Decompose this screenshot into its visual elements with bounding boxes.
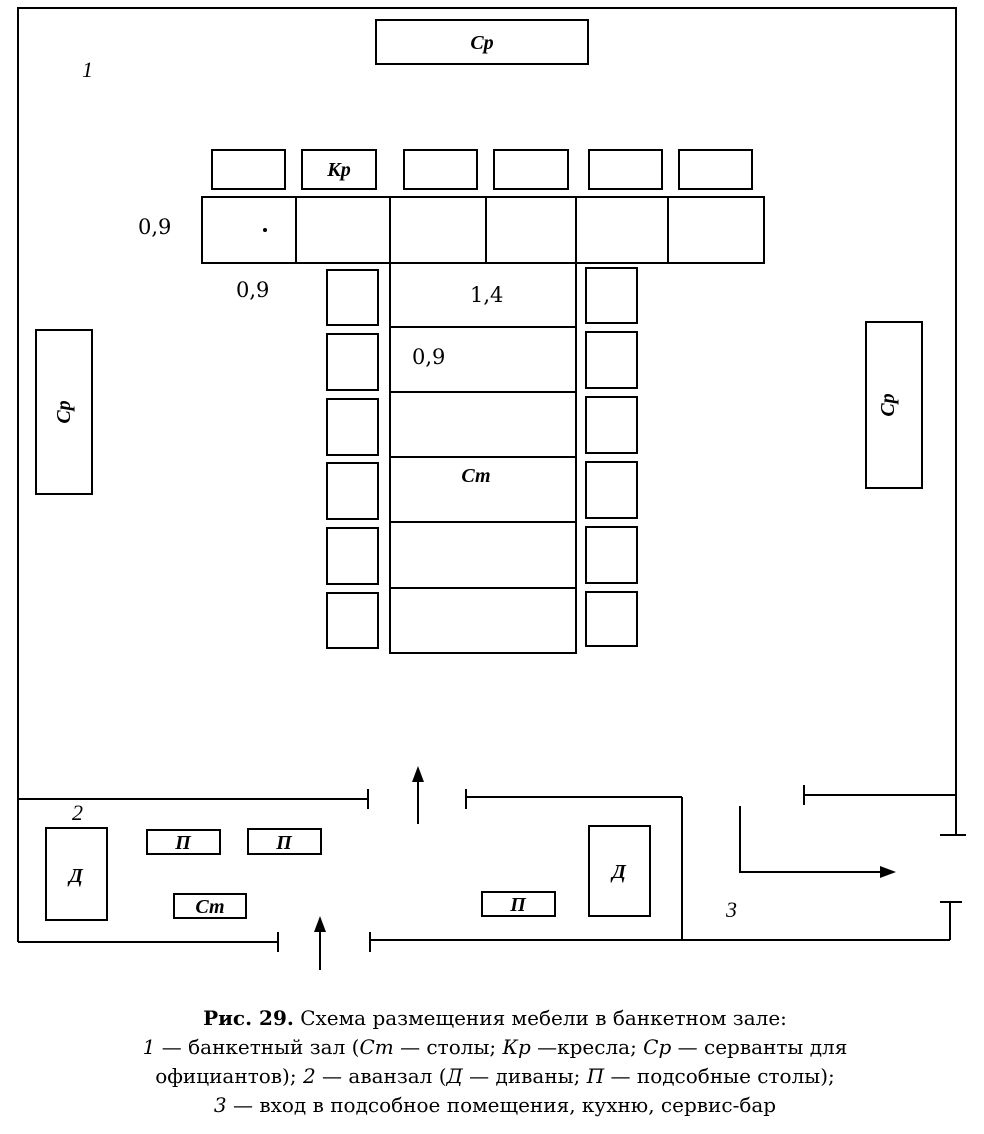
sofa-left: Д	[45, 827, 108, 921]
arrows	[314, 766, 896, 970]
table-label: Ст	[195, 896, 224, 918]
armchair-label: Кр	[326, 159, 351, 181]
caption-text: — подсобные столы);	[604, 1064, 835, 1088]
figure-number: Рис. 29.	[203, 1006, 294, 1030]
chair	[211, 149, 286, 190]
chair	[585, 591, 638, 647]
aux-table-2: П	[247, 828, 322, 855]
caption-line-2: 1 — банкетный зал (Ст — столы; Кр —кресл…	[30, 1033, 960, 1062]
zone-number-1: 1	[82, 57, 93, 82]
chair	[585, 396, 638, 454]
caption-num: 2	[302, 1064, 316, 1088]
caption-title: Схема размещения мебели в банкетном зале…	[293, 1006, 787, 1030]
sideboard-left: Ср	[35, 329, 93, 495]
caption-line-1: Рис. 29. Схема размещения мебели в банке…	[30, 1004, 960, 1033]
table-column: Ст	[389, 262, 577, 654]
chair	[326, 527, 379, 585]
chair	[585, 267, 638, 324]
aux-table-label: П	[275, 832, 293, 854]
chair	[585, 331, 638, 389]
caption-line-4: 3 — вход в подсобное помещения, кухню, с…	[30, 1091, 960, 1120]
caption-abbr: Д	[446, 1064, 463, 1088]
sofa-label: Д	[67, 865, 84, 887]
chair	[326, 398, 379, 456]
chairs-left-column	[326, 269, 379, 649]
up-arrow-icon	[412, 766, 424, 782]
sideboard-label: Ср	[53, 400, 75, 423]
caption-text: — вход в подсобное помещения, кухню, сер…	[226, 1093, 777, 1117]
dimension-label: 1,4	[470, 283, 503, 307]
chair	[585, 526, 638, 584]
up-arrow-icon	[314, 916, 326, 932]
caption-text: — аванзал (	[315, 1064, 447, 1088]
caption-text: — банкетный зал (	[155, 1035, 360, 1059]
caption-abbr: Ст	[359, 1035, 394, 1059]
dimension-label: 0,9	[138, 215, 171, 239]
sideboard-top: Ср	[375, 19, 589, 65]
hall-walls	[17, 7, 966, 952]
aux-table-label: П	[509, 894, 527, 916]
sofa-right: Д	[588, 825, 651, 917]
chair	[403, 149, 478, 190]
chair	[493, 149, 569, 190]
chairs-top-row: Кр	[211, 149, 753, 190]
chair	[301, 149, 377, 190]
chairs-right-column	[585, 267, 638, 647]
sideboard-label: Ср	[470, 32, 493, 54]
caption-abbr: Ср	[643, 1035, 672, 1059]
sofa-label: Д	[610, 861, 627, 883]
caption-abbr: П	[586, 1064, 605, 1088]
caption-text: — диваны;	[462, 1064, 587, 1088]
aux-table-1: П	[146, 829, 221, 855]
chair	[678, 149, 753, 190]
zone-number-2: 2	[72, 800, 83, 825]
anteroom-table: Ст	[173, 893, 247, 919]
caption-text: — столы;	[393, 1035, 503, 1059]
chair	[326, 269, 379, 326]
caption-text: — серванты для	[671, 1035, 848, 1059]
right-arrow-icon	[880, 866, 896, 878]
chair	[326, 592, 379, 649]
caption-text: —кресла;	[530, 1035, 644, 1059]
aux-table-3: П	[481, 891, 556, 917]
caption-num: 3	[213, 1093, 227, 1117]
chair	[588, 149, 663, 190]
chair	[326, 462, 379, 520]
table-top-row	[201, 196, 765, 264]
sideboard-right: Ср	[865, 321, 923, 489]
table-label: Ст	[461, 465, 490, 487]
floor-plan: Ср Ср Ср Кр Ст	[17, 7, 966, 970]
caption-text: официантов);	[155, 1064, 303, 1088]
figure-caption: Рис. 29. Схема размещения мебели в банке…	[30, 1004, 960, 1120]
chair	[326, 333, 379, 391]
zone-number-3: 3	[725, 897, 737, 922]
chair	[585, 461, 638, 519]
aux-table-label: П	[174, 832, 192, 854]
caption-abbr: Кр	[502, 1035, 531, 1059]
dimension-label: 0,9	[412, 345, 445, 369]
caption-num: 1	[142, 1035, 156, 1059]
caption-line-3: официантов); 2 — аванзал (Д — диваны; П …	[30, 1062, 960, 1091]
sideboard-label: Ср	[877, 393, 899, 416]
dimension-label: 0,9	[236, 278, 269, 302]
